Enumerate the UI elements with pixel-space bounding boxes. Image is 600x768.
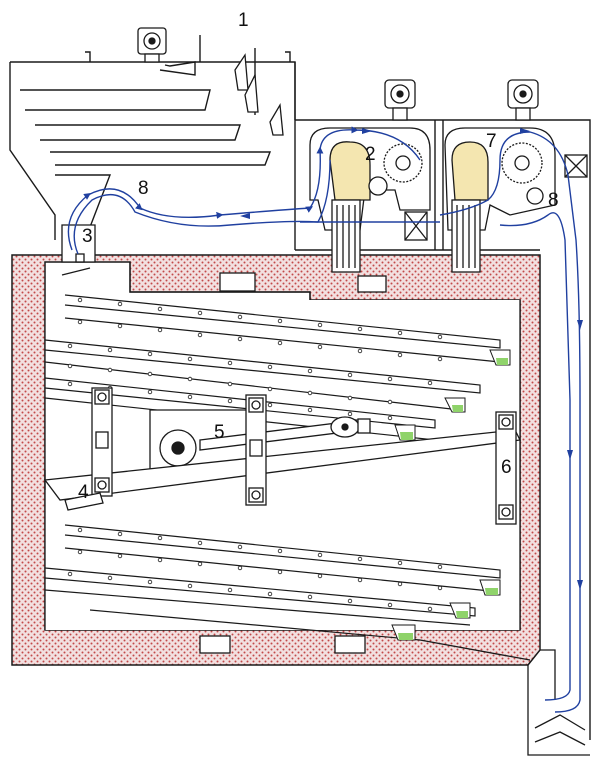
chain-drive-right xyxy=(495,411,517,525)
label-pipe-left: 8 xyxy=(138,178,149,199)
motor-icon xyxy=(507,79,539,121)
airflow-arrows xyxy=(240,128,583,590)
feed-spouts xyxy=(234,53,284,136)
label-hopper: 1 xyxy=(238,10,249,31)
chain-drive-left xyxy=(91,387,113,497)
feeder xyxy=(61,224,96,276)
motor-icon xyxy=(137,27,167,63)
drive-shaft-assembly xyxy=(43,409,521,501)
drive-motor-left xyxy=(64,492,104,511)
vent-openings xyxy=(199,272,387,654)
discharge-chute xyxy=(419,639,590,756)
motor-icon xyxy=(384,79,416,121)
conveyor-belts-lower xyxy=(44,524,501,641)
label-pipe-right: 8 xyxy=(548,190,559,211)
airflow-path xyxy=(67,126,581,713)
label-crusher-left: 2 xyxy=(365,144,376,165)
belt-rollers xyxy=(67,297,443,612)
label-crusher-right: 7 xyxy=(486,131,497,152)
label-drive-shaft: 5 xyxy=(214,422,225,443)
chain-drive-middle xyxy=(245,394,267,506)
label-drive-right: 6 xyxy=(501,457,512,478)
fine-fraction-trays xyxy=(391,349,511,641)
label-feeder: 3 xyxy=(82,226,93,247)
crusher-unit-right xyxy=(444,127,588,273)
label-drive-left: 4 xyxy=(78,482,89,503)
